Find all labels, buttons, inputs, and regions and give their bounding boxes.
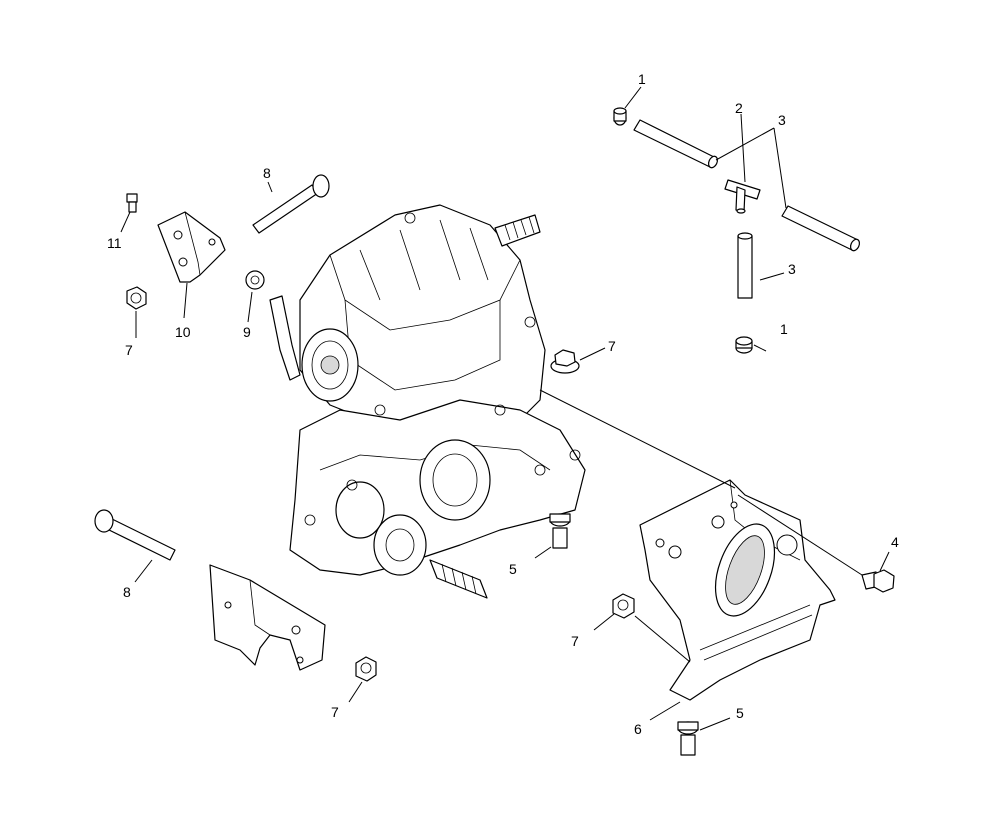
bolt-part-8-lower	[94, 509, 176, 561]
callout-5: 5	[736, 705, 744, 721]
callout-7: 7	[571, 633, 579, 649]
nut-part-7-upper-right	[550, 349, 580, 374]
callout-4: 4	[891, 534, 899, 550]
bolt-part-5-lower	[677, 721, 699, 756]
hose-part-3-right	[781, 205, 861, 252]
nut-part-7-left	[126, 286, 147, 310]
callout-1: 1	[780, 321, 788, 337]
leader-lines	[120, 86, 890, 731]
bolt-part-4	[861, 569, 895, 593]
bolt-part-11	[126, 193, 138, 213]
transmission-assembly	[269, 204, 586, 599]
bolt-part-8-upper	[252, 174, 330, 234]
callout-6: 6	[634, 721, 642, 737]
nut-part-7-lower-left	[355, 656, 377, 682]
callout-5: 5	[509, 561, 517, 577]
callout-7: 7	[125, 342, 133, 358]
callout-2: 2	[735, 100, 743, 116]
hose-part-3-vertical	[737, 232, 753, 299]
nut-part-7-lower-right	[612, 593, 635, 619]
bolt-part-5-upper	[549, 513, 571, 549]
callout-8: 8	[263, 165, 271, 181]
callout-8: 8	[123, 584, 131, 600]
mounting-plate-part-6	[639, 479, 836, 701]
cap-part-1-bottom	[735, 336, 753, 354]
bracket-part-10	[157, 211, 226, 283]
bracket-lower-left	[209, 564, 326, 671]
callout-7: 7	[608, 338, 616, 354]
tee-fitting-part-2	[724, 179, 761, 214]
nut-part-9	[245, 270, 265, 290]
callout-3: 3	[778, 112, 786, 128]
callout-1: 1	[638, 71, 646, 87]
callout-11: 11	[107, 235, 122, 251]
cap-part-1-top	[613, 107, 627, 126]
callout-10: 10	[175, 324, 191, 340]
callout-9: 9	[243, 324, 251, 340]
callout-3: 3	[788, 261, 796, 277]
hose-part-3-upper	[633, 119, 719, 169]
callout-7: 7	[331, 704, 339, 720]
